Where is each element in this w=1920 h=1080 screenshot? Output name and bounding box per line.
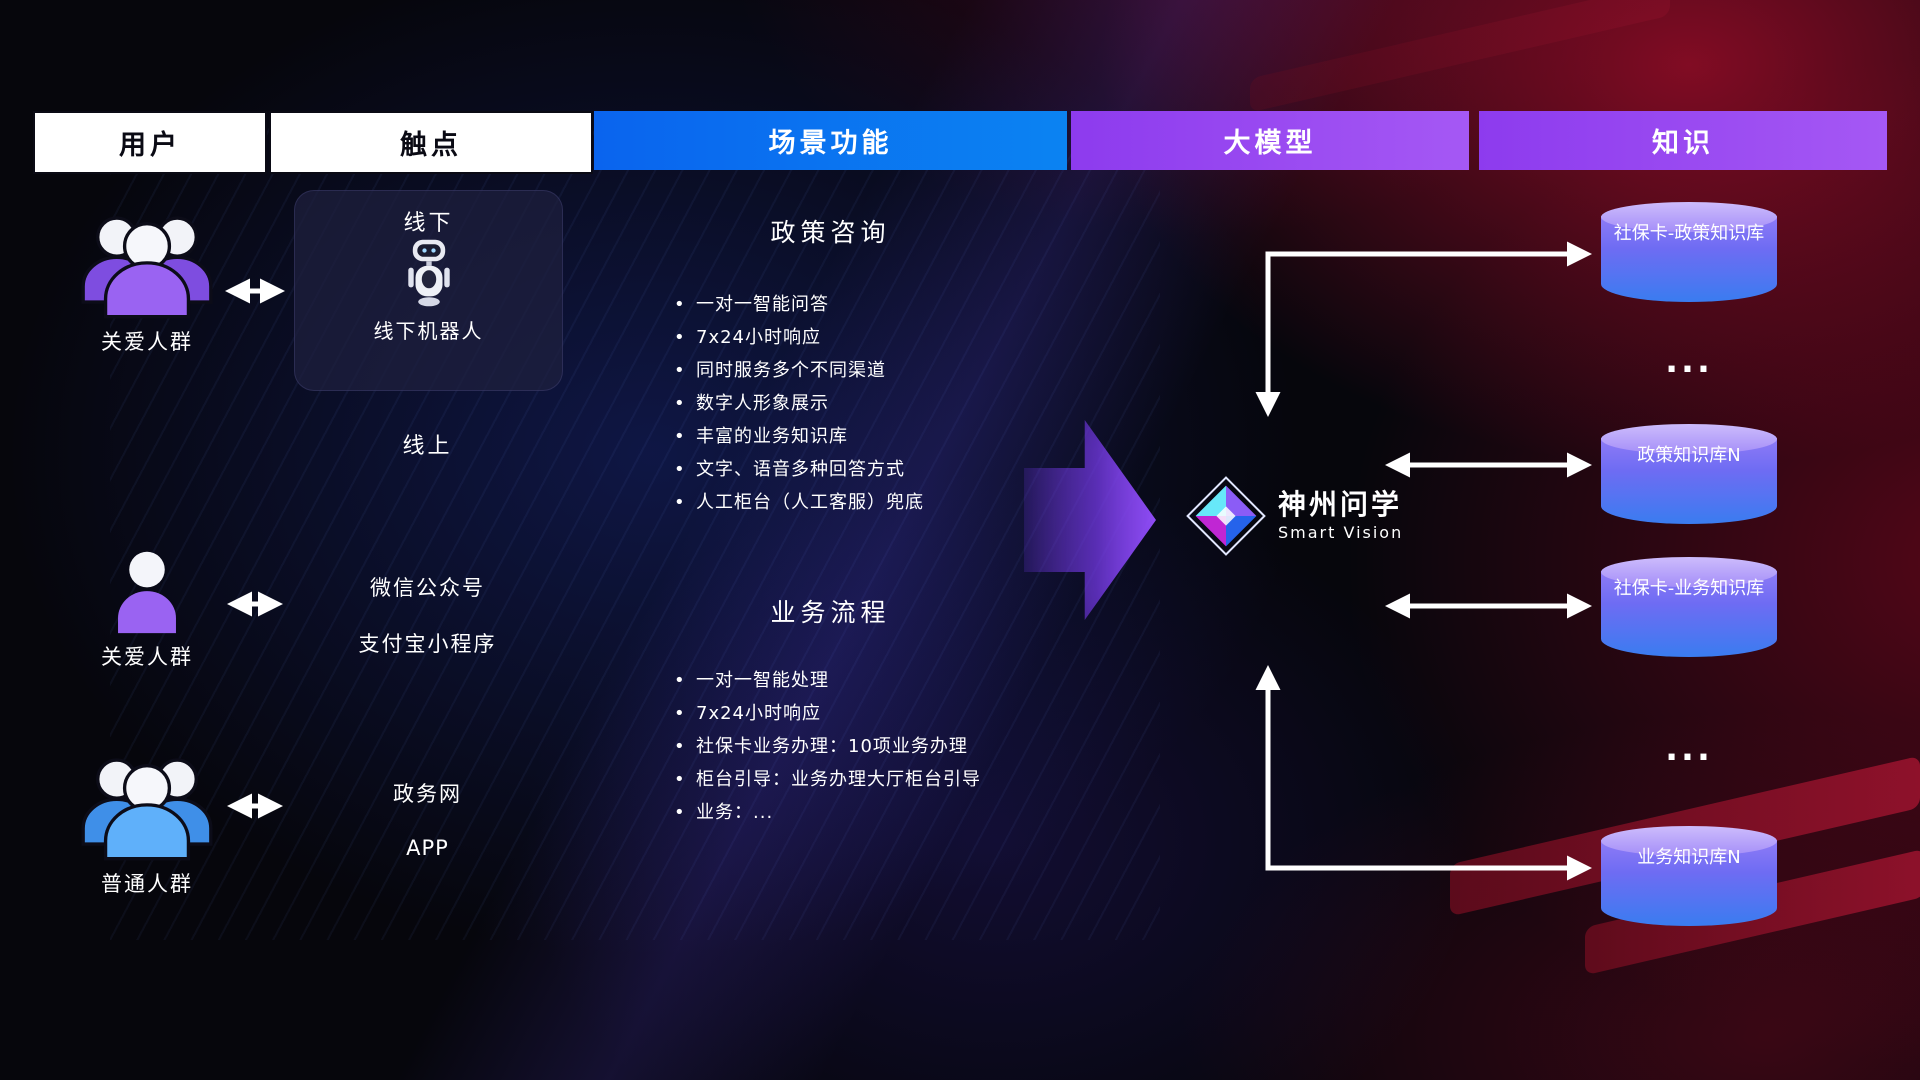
db-label: 政策知识库N xyxy=(1637,445,1741,466)
header-users: 用户 xyxy=(33,111,267,174)
robot-icon xyxy=(407,239,450,307)
offline-title: 线下 xyxy=(403,211,454,236)
user-label: 普通人群 xyxy=(101,872,193,896)
list-item: 人工柜台（人工客服）兜底 xyxy=(672,486,924,519)
ellipsis-more-business: ... xyxy=(1665,729,1713,769)
offline-channel-card: 线下 线下机器人 xyxy=(294,190,563,391)
user-single-care: 关爱人群 xyxy=(47,549,247,671)
person-purple-icon xyxy=(118,551,176,634)
scene-title-business: 业务流程 xyxy=(770,598,891,627)
diamond-logo-icon xyxy=(1186,476,1266,556)
user-group-general: 普通人群 xyxy=(47,750,247,898)
list-item: 一对一智能问答 xyxy=(672,288,924,321)
user-label: 关爱人群 xyxy=(101,330,193,354)
user-group-care-1: 关爱人群 xyxy=(47,208,247,356)
knowledge-db-policy-ssc: 社保卡-政策知识库 xyxy=(1601,202,1777,304)
list-item: 业务：... xyxy=(672,796,981,829)
gov-website-label: 政务网 xyxy=(393,782,462,806)
list-item: 社保卡业务办理：10项业务办理 xyxy=(672,730,981,763)
knowledge-db-business-ssc: 社保卡-业务知识库 xyxy=(1601,557,1777,659)
knowledge-db-business-n: 业务知识库N xyxy=(1601,826,1777,928)
list-item: 一对一智能处理 xyxy=(672,664,981,697)
list-item: 7x24小时响应 xyxy=(672,697,981,730)
db-label: 社保卡-业务知识库 xyxy=(1613,578,1765,599)
ellipsis-more-policy: ... xyxy=(1665,341,1713,381)
db-label: 社保卡-政策知识库 xyxy=(1613,223,1765,244)
background-diagonal-streaks xyxy=(110,120,1160,940)
people-group-blue-icon xyxy=(81,758,213,861)
list-item: 数字人形象展示 xyxy=(672,387,924,420)
online-label: 线上 xyxy=(402,434,453,459)
people-group-purple-icon xyxy=(81,216,213,319)
header-large-model: 大模型 xyxy=(1071,111,1469,170)
header-touchpoints: 触点 xyxy=(269,111,593,174)
list-item: 文字、语音多种回答方式 xyxy=(672,453,924,486)
policy-feature-list: 一对一智能问答 7x24小时响应 同时服务多个不同渠道 数字人形象展示 丰富的业… xyxy=(672,288,924,519)
header-scene-functions: 场景功能 xyxy=(594,111,1067,170)
model-name: 神州问学 xyxy=(1278,487,1403,521)
user-label: 关爱人群 xyxy=(101,645,193,669)
header-knowledge: 知识 xyxy=(1479,111,1887,170)
scene-title-policy: 政策咨询 xyxy=(770,218,891,247)
model-subtitle: Smart Vision xyxy=(1278,523,1404,543)
offline-robot-label: 线下机器人 xyxy=(373,319,484,343)
db-label: 业务知识库N xyxy=(1637,847,1741,868)
knowledge-db-policy-n: 政策知识库N xyxy=(1601,424,1777,526)
list-item: 丰富的业务知识库 xyxy=(672,420,924,453)
list-item: 柜台引导：业务办理大厅柜台引导 xyxy=(672,763,981,796)
business-feature-list: 一对一智能处理 7x24小时响应 社保卡业务办理：10项业务办理 柜台引导：业务… xyxy=(672,664,981,829)
model-logo-block: 神州问学 Smart Vision xyxy=(1186,476,1403,556)
alipay-miniprogram-label: 支付宝小程序 xyxy=(358,632,497,656)
wechat-official-account-label: 微信公众号 xyxy=(370,576,485,600)
app-label: APP xyxy=(406,836,449,860)
background-light-beam xyxy=(260,0,1460,1080)
list-item: 同时服务多个不同渠道 xyxy=(672,354,924,387)
list-item: 7x24小时响应 xyxy=(672,321,924,354)
